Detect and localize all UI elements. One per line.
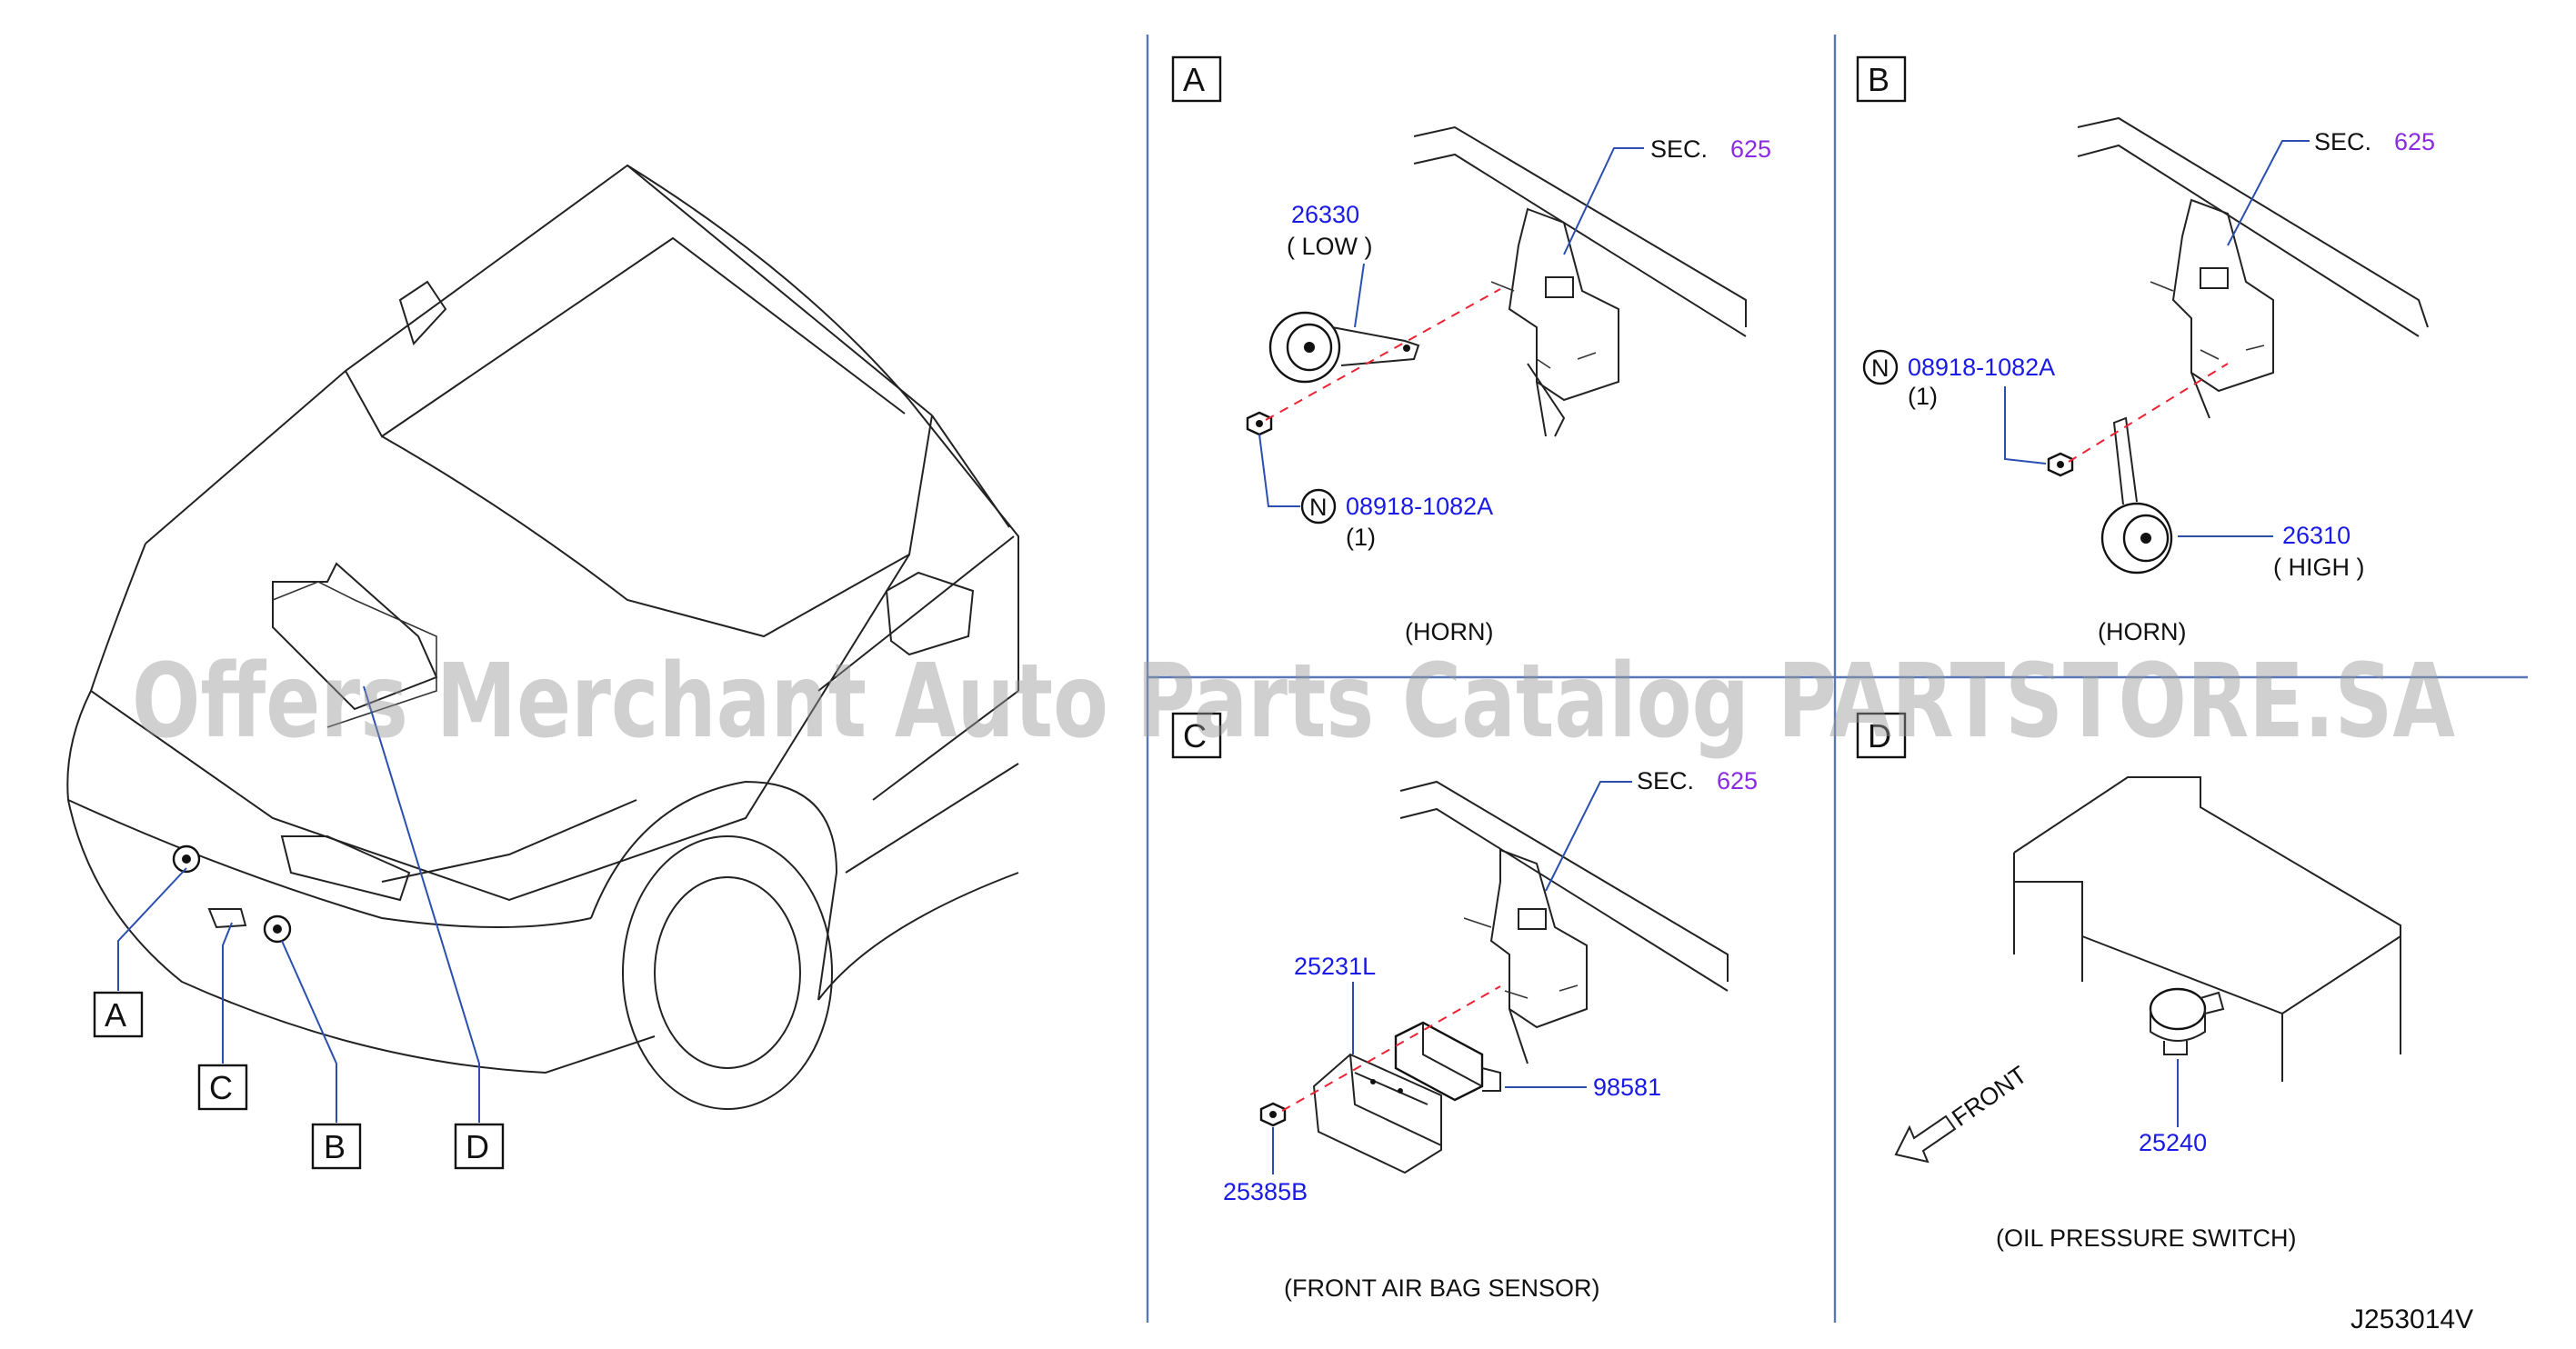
panel-B-part-number[interactable]: 26310 bbox=[2282, 522, 2350, 549]
panel-B-nut-qty: (1) bbox=[1908, 383, 1938, 410]
air-bag-bracket-icon[interactable] bbox=[1312, 1053, 1442, 1174]
panel-D: D FRONT 25240 (OIL PRESSURE SWITCH) bbox=[1856, 712, 2401, 1252]
panel-B-sec-prefix: SEC. bbox=[2314, 128, 2371, 155]
panel-A-letter-box bbox=[1171, 55, 1222, 103]
nut-icon[interactable] bbox=[1259, 1102, 1287, 1127]
panel-C-letter-box bbox=[1171, 712, 1222, 759]
panel-C: C SEC. 625 25231L bbox=[1171, 712, 1758, 1302]
panel-B-part-note: ( HIGH ) bbox=[2273, 554, 2365, 581]
nut-icon[interactable] bbox=[1246, 411, 1273, 436]
panel-A-nut-qty: (1) bbox=[1346, 524, 1376, 551]
panel-D-caption: (OIL PRESSURE SWITCH) bbox=[1996, 1224, 2297, 1252]
callout-B[interactable]: B bbox=[311, 1123, 362, 1170]
panel-D-front-label: FRONT bbox=[1947, 1061, 2031, 1132]
panel-C-nut-number[interactable]: 25385B bbox=[1223, 1178, 1308, 1205]
panel-C-sec-prefix: SEC. bbox=[1637, 767, 1694, 794]
panel-D-part-number[interactable]: 25240 bbox=[2139, 1129, 2207, 1156]
panel-D-letter: D bbox=[1868, 717, 1891, 754]
panel-A-caption: (HORN) bbox=[1405, 618, 1493, 645]
panel-A-part-number[interactable]: 26330 bbox=[1291, 201, 1359, 228]
callout-A-label: A bbox=[105, 996, 126, 1034]
panel-C-caption: (FRONT AIR BAG SENSOR) bbox=[1284, 1274, 1600, 1302]
panel-B-letter-box bbox=[1856, 55, 1907, 103]
front-arrow-icon bbox=[1894, 1114, 1957, 1164]
panel-A: A SEC. 625 26330 ( LOW ) bbox=[1171, 55, 1771, 645]
panel-A-nut-symbol: N bbox=[1309, 494, 1328, 521]
panel-B-nut-symbol-circle bbox=[1862, 349, 1899, 385]
callout-D-label: D bbox=[466, 1128, 489, 1165]
panel-A-nut-number[interactable]: 08918-1082A bbox=[1346, 493, 1493, 520]
panel-A-part-note: ( LOW ) bbox=[1287, 233, 1373, 260]
panel-B-caption: (HORN) bbox=[2098, 618, 2186, 645]
horn-high-icon[interactable] bbox=[2100, 416, 2173, 575]
watermark-text: Offers Merchant Auto Parts Catalog PARTS… bbox=[132, 643, 2455, 761]
callout-C-label: C bbox=[209, 1069, 233, 1106]
callout-C[interactable]: C bbox=[197, 1064, 248, 1111]
panel-B: B SEC. 625 N 08918-1082A (1) 26310 ( HIG… bbox=[1856, 55, 2435, 645]
panel-B-sec-number[interactable]: 625 bbox=[2394, 128, 2435, 155]
air-bag-sensor-icon[interactable] bbox=[1394, 1021, 1501, 1102]
panel-A-nut-symbol-circle bbox=[1300, 488, 1337, 525]
diagram-code: J253014V bbox=[2350, 1304, 2473, 1334]
panel-A-sec-prefix: SEC. bbox=[1650, 135, 1708, 163]
horn-low-icon[interactable] bbox=[1268, 311, 1420, 384]
panel-B-nut-number[interactable]: 08918-1082A bbox=[1908, 354, 2055, 381]
panel-C-sensor-number[interactable]: 98581 bbox=[1593, 1074, 1661, 1101]
panel-A-letter: A bbox=[1183, 61, 1205, 98]
panel-C-letter: C bbox=[1183, 717, 1207, 754]
callout-A[interactable]: A bbox=[93, 991, 144, 1038]
panel-A-sec-number[interactable]: 625 bbox=[1730, 135, 1771, 163]
panel-D-letter-box bbox=[1856, 712, 1907, 759]
callout-B-label: B bbox=[324, 1128, 346, 1165]
callout-D[interactable]: D bbox=[454, 1123, 505, 1170]
car-overview bbox=[66, 164, 1019, 1123]
panel-B-letter: B bbox=[1868, 61, 1889, 98]
oil-pressure-switch-icon[interactable] bbox=[2149, 987, 2225, 1055]
panel-B-nut-symbol: N bbox=[1871, 355, 1889, 382]
panel-C-sec-number[interactable]: 625 bbox=[1717, 767, 1758, 794]
nut-icon[interactable] bbox=[2047, 452, 2074, 477]
panel-C-bracket-number[interactable]: 25231L bbox=[1294, 953, 1376, 980]
